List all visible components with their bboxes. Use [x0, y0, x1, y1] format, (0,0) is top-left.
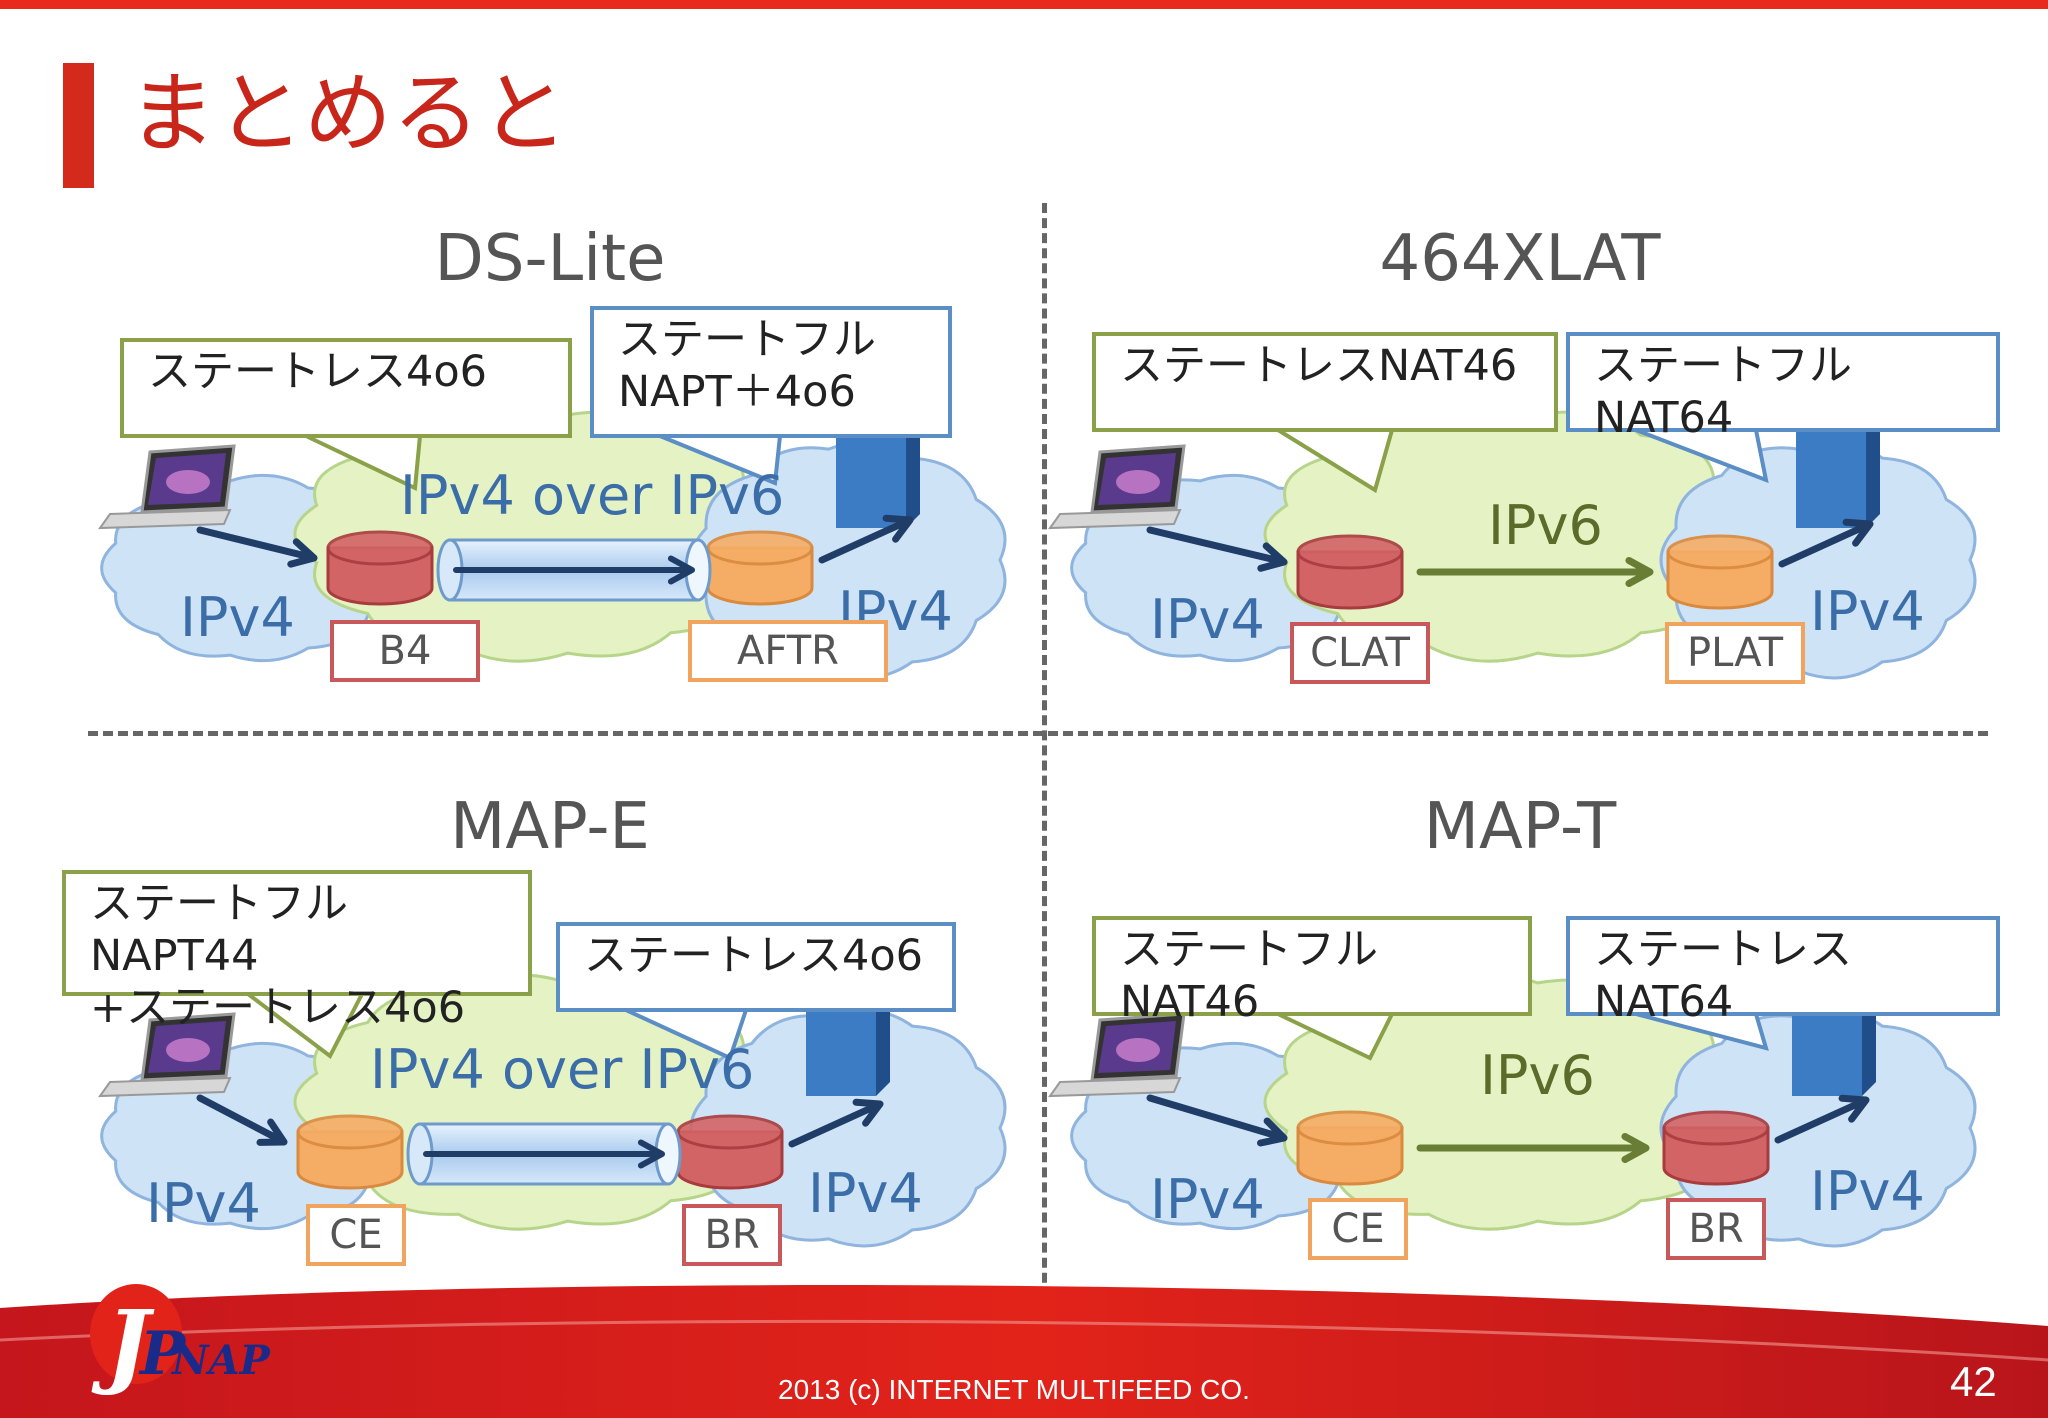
right-network-label: IPv4 [808, 1162, 923, 1225]
ipv6-transport-arrow [1416, 1132, 1650, 1164]
callout-left: ステートフルNAPT44 +ステートレス4o6 [62, 870, 532, 1033]
callout-right: ステートレスNAT64 [1566, 916, 2000, 1027]
quadrant-diagram [98, 973, 1007, 1248]
middle-network-label: IPv4 over IPv6 [400, 464, 785, 527]
ipv4-right-cloud [1659, 1008, 1977, 1248]
quadrant-title: DS-Lite [434, 222, 666, 296]
title-accent-mark [63, 63, 94, 188]
laptop-icon [98, 1012, 236, 1098]
node-right-label: BR [682, 1204, 782, 1266]
quadrant-464xlat: 464XLAT ステートレスNAT46 ステートフルNAT64 IPv6 IPv… [1020, 208, 2020, 728]
callout-right: ステートレス4o6 [556, 922, 956, 1012]
quadrant-diagram [98, 405, 1007, 680]
left-network-label: IPv4 [1150, 1168, 1265, 1231]
middle-network-label: IPv4 over IPv6 [370, 1038, 755, 1101]
quadrant-diagram [1048, 405, 1977, 680]
jpnap-logo: J P NAP [70, 1278, 290, 1398]
laptop-icon [1048, 444, 1186, 530]
callout-left: ステートフルNAT46 [1092, 916, 1532, 1027]
node-right-label: PLAT [1665, 622, 1805, 684]
middle-network-label: IPv6 [1488, 494, 1603, 557]
quadrant-map-e: MAP-E ステートフルNAPT44 +ステートレス4o6 ステートレス4o6 … [50, 776, 1050, 1296]
callout-left: ステートレスNAT46 [1092, 332, 1558, 432]
footer-band [0, 1285, 2048, 1418]
router-node-icon [326, 530, 434, 606]
node-right-label: BR [1666, 1198, 1766, 1260]
callout-left: ステートレス4o6 [120, 338, 572, 438]
laptop-icon [1048, 1012, 1186, 1098]
callout-right: ステートフルNAT64 [1566, 332, 2000, 443]
copyright-text: 2013 (c) INTERNET MULTIFEED CO. [778, 1374, 1250, 1405]
left-network-label: IPv4 [180, 586, 295, 649]
top-accent-bar [0, 0, 2048, 9]
router-node-icon [1296, 534, 1404, 610]
quadrant-map-t: MAP-T ステートフルNAT46 ステートレスNAT64 IPv6 IPv4 … [1020, 776, 2020, 1296]
router-node-icon [1662, 1110, 1770, 1186]
router-node-icon [296, 1114, 404, 1190]
router-node-icon [1666, 534, 1774, 610]
svg-text:P: P [138, 1319, 187, 1389]
vertical-divider [1042, 203, 1047, 1328]
node-right-label: AFTR [688, 620, 888, 682]
right-network-label: IPv4 [1810, 580, 1925, 643]
node-left-label: CLAT [1290, 622, 1430, 684]
right-network-label: IPv4 [1810, 1160, 1925, 1223]
ipv4-over-ipv6-tunnel [406, 1122, 682, 1186]
laptop-icon [98, 444, 236, 530]
middle-network-label: IPv6 [1480, 1044, 1595, 1107]
page-number: 42 [1950, 1358, 1997, 1405]
left-network-label: IPv4 [1150, 588, 1265, 651]
quadrant-title: 464XLAT [1379, 222, 1661, 296]
svg-text:NAP: NAP [170, 1337, 272, 1384]
left-network-label: IPv4 [146, 1172, 261, 1235]
quadrant-diagram [1048, 973, 1977, 1248]
router-node-icon [1296, 1110, 1404, 1186]
node-left-label: CE [1308, 1198, 1408, 1260]
horizontal-divider [88, 731, 1988, 736]
router-node-icon [706, 530, 814, 606]
node-left-label: CE [306, 1204, 406, 1266]
ipv4-over-ipv6-tunnel [436, 538, 712, 602]
callout-right: ステートフル NAPT＋4o6 [590, 306, 952, 438]
quadrant-ds-lite: DS-Lite ステートレス4o6 ステートフル NAPT＋4o6 IPv4 o… [50, 208, 1050, 728]
quadrant-title: MAP-E [450, 790, 650, 864]
jpnap-logo-mark: J P NAP [90, 1284, 272, 1398]
slide-title: まとめると [128, 62, 569, 165]
node-left-label: B4 [330, 620, 480, 682]
quadrant-title: MAP-T [1423, 790, 1617, 864]
ipv6-transport-arrow [1416, 556, 1654, 588]
ipv4-right-cloud [1659, 440, 1977, 680]
router-node-icon [676, 1114, 784, 1190]
